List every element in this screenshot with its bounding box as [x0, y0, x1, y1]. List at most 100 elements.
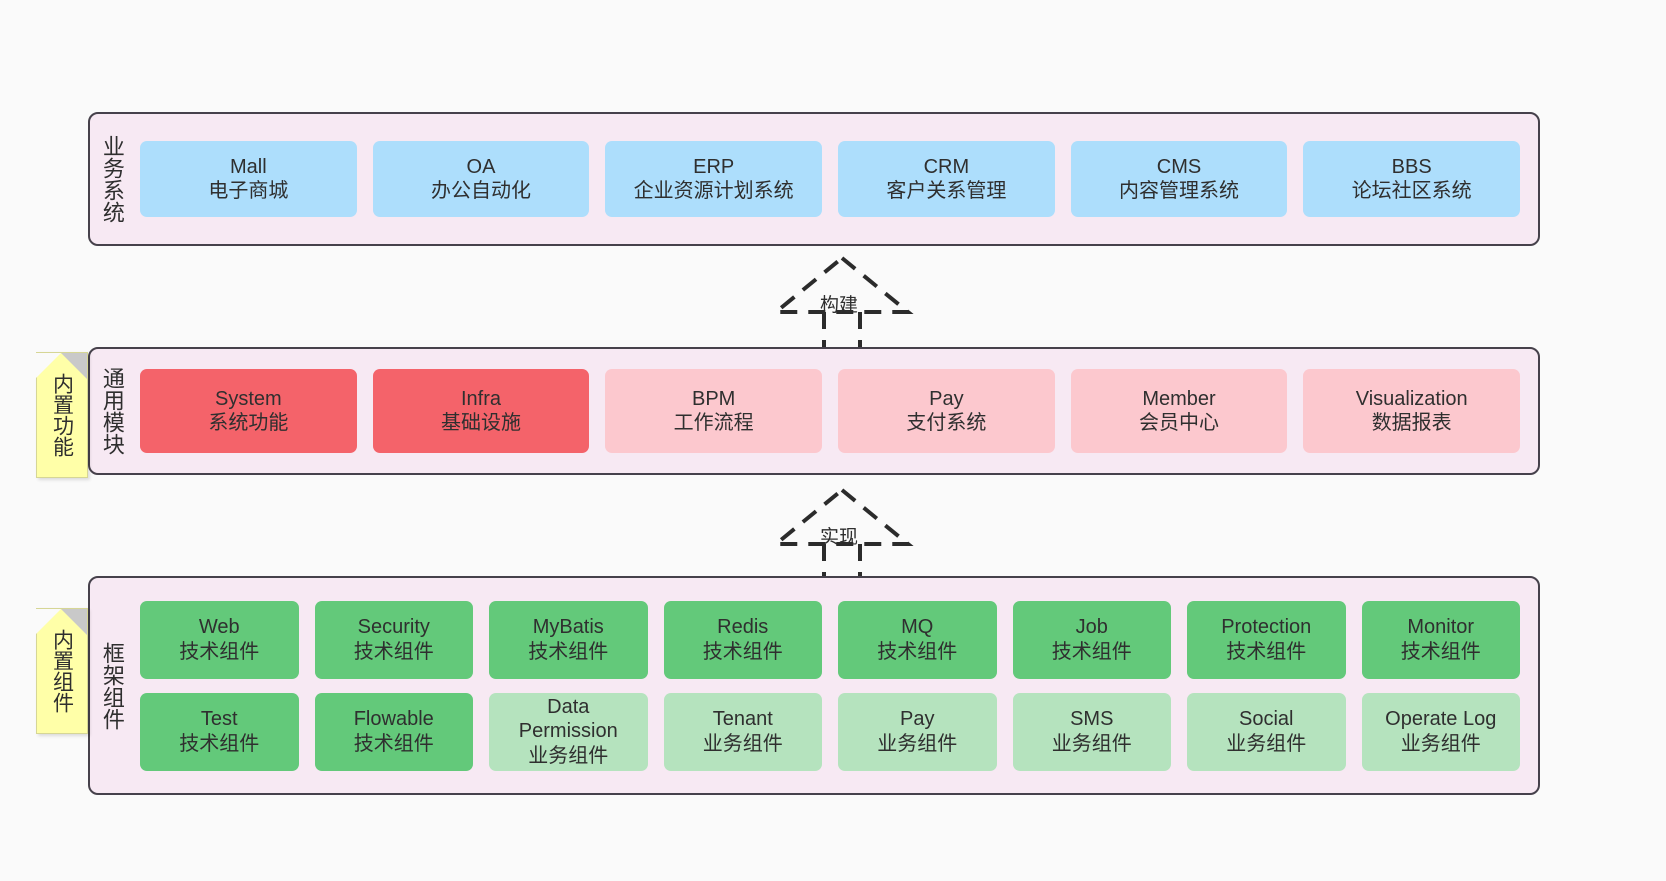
node-title: System — [214, 387, 282, 410]
node-subtitle: 业务组件 — [1226, 732, 1307, 755]
node-subtitle: 企业资源计划系统 — [633, 180, 794, 202]
node-title: MQ — [901, 616, 934, 639]
node-title: Flowable — [353, 708, 434, 731]
node-row: Test 技术组件 Flowable 技术组件 Data Permission … — [140, 692, 1520, 771]
node-title: Security — [357, 616, 430, 639]
node-test[interactable]: Test 技术组件 — [140, 692, 299, 771]
layer-body-business-system: Mall 电子商城 OA 办公自动化 ERP 企业资源计划系统 CRM 客户关系… — [134, 114, 1538, 244]
node-subtitle: 支付系统 — [906, 412, 987, 434]
node-title: CRM — [923, 155, 970, 178]
node-title: Operate Log — [1385, 708, 1497, 731]
node-subtitle: 技术组件 — [179, 640, 260, 663]
node-monitor[interactable]: Monitor 技术组件 — [1361, 600, 1520, 679]
sticky-note-label: 内置组件 — [50, 629, 74, 713]
node-subtitle: 技术组件 — [1400, 640, 1481, 663]
node-title: Web — [198, 616, 240, 639]
node-subtitle: 数据报表 — [1371, 412, 1452, 434]
page-fold-icon — [35, 353, 87, 379]
node-title: Mall — [230, 155, 267, 178]
node-subtitle: 技术组件 — [702, 640, 783, 663]
node-subtitle: 基础设施 — [441, 412, 521, 434]
node-row: System 系统功能 Infra 基础设施 BPM 工作流程 Pay 支付系统… — [140, 369, 1521, 453]
arrow-realize-label: 实现 — [820, 527, 859, 548]
node-subtitle: 业务组件 — [702, 732, 783, 755]
node-subtitle: 系统功能 — [208, 412, 289, 434]
node-title: Pay — [929, 387, 964, 410]
node-title: ERP — [693, 155, 735, 178]
page-fold-icon — [35, 609, 87, 635]
node-subtitle: 技术组件 — [1226, 640, 1307, 663]
node-subtitle: 技术组件 — [528, 640, 609, 663]
arrow-realize: 实现 — [752, 484, 932, 580]
layer-business-system: 业务系统 Mall 电子商城 OA 办公自动化 ERP 企业资源计划系统 CRM… — [88, 112, 1540, 246]
node-protection[interactable]: Protection 技术组件 — [1187, 600, 1346, 679]
layer-body-common-modules: System 系统功能 Infra 基础设施 BPM 工作流程 Pay 支付系统… — [134, 349, 1538, 473]
layer-label-business-system: 业务系统 — [99, 135, 125, 223]
node-title: Job — [1075, 616, 1108, 639]
node-sms[interactable]: SMS 业务组件 — [1012, 692, 1171, 771]
node-title: MyBatis — [532, 616, 604, 639]
node-erp[interactable]: ERP 企业资源计划系统 — [605, 141, 823, 217]
node-pay-component[interactable]: Pay 业务组件 — [838, 692, 997, 771]
layer-body-framework-components: Web 技术组件 Security 技术组件 MyBatis 技术组件 Redi… — [134, 578, 1538, 793]
node-mq[interactable]: MQ 技术组件 — [838, 600, 997, 679]
node-title: SMS — [1070, 708, 1114, 731]
node-subtitle: 业务组件 — [1400, 732, 1481, 755]
node-system[interactable]: System 系统功能 — [140, 369, 357, 453]
node-infra[interactable]: Infra 基础设施 — [372, 369, 590, 453]
node-title: Protection — [1221, 616, 1312, 639]
node-title: Test — [200, 708, 238, 731]
layer-framework-components: 框架组件 Web 技术组件 Security 技术组件 MyBatis 技术组件… — [88, 576, 1540, 795]
node-title: Redis — [717, 616, 769, 639]
node-title: Member — [1142, 387, 1216, 410]
node-title: CMS — [1156, 155, 1202, 178]
node-subtitle: 业务组件 — [877, 732, 958, 755]
sticky-note-builtin-component[interactable]: 内置组件 — [35, 608, 88, 734]
node-security[interactable]: Security 技术组件 — [314, 600, 473, 679]
node-mybatis[interactable]: MyBatis 技术组件 — [489, 600, 648, 679]
node-tenant[interactable]: Tenant 业务组件 — [663, 692, 822, 771]
node-subtitle: 内容管理系统 — [1119, 180, 1240, 202]
node-title: Visualization — [1355, 387, 1468, 410]
node-cms[interactable]: CMS 内容管理系统 — [1070, 141, 1288, 217]
node-subtitle: 技术组件 — [353, 640, 434, 663]
layer-common-modules: 通用模块 System 系统功能 Infra 基础设施 BPM 工作流程 Pay… — [88, 347, 1540, 475]
node-subtitle: 技术组件 — [179, 732, 260, 755]
node-oa[interactable]: OA 办公自动化 — [372, 141, 590, 217]
node-job[interactable]: Job 技术组件 — [1012, 600, 1171, 679]
node-pay-module[interactable]: Pay 支付系统 — [838, 369, 1055, 453]
node-row: Web 技术组件 Security 技术组件 MyBatis 技术组件 Redi… — [140, 600, 1520, 679]
node-subtitle: 技术组件 — [1051, 640, 1132, 663]
sticky-note-label: 内置功能 — [50, 373, 74, 457]
node-subtitle: 会员中心 — [1139, 412, 1220, 434]
node-subtitle: 技术组件 — [877, 640, 958, 663]
node-title: Data Permission — [518, 695, 618, 743]
node-title: BPM — [692, 387, 736, 410]
node-flowable[interactable]: Flowable 技术组件 — [314, 692, 473, 771]
node-bpm[interactable]: BPM 工作流程 — [605, 369, 823, 453]
arrow-build-label: 构建 — [820, 295, 859, 316]
node-title: Monitor — [1407, 616, 1475, 639]
node-title: Infra — [460, 387, 502, 410]
node-redis[interactable]: Redis 技术组件 — [663, 600, 822, 679]
node-title: BBS — [1391, 155, 1432, 178]
node-bbs[interactable]: BBS 论坛社区系统 — [1303, 141, 1521, 217]
node-subtitle: 办公自动化 — [431, 180, 531, 202]
node-visualization[interactable]: Visualization 数据报表 — [1303, 369, 1521, 453]
sticky-note-builtin-function[interactable]: 内置功能 — [35, 352, 88, 478]
arrow-build-icon — [770, 255, 914, 348]
arrow-build: 构建 — [752, 252, 932, 348]
node-subtitle: 电子商城 — [208, 180, 289, 202]
node-subtitle: 论坛社区系统 — [1351, 180, 1472, 202]
node-subtitle: 业务组件 — [1051, 732, 1132, 755]
node-social[interactable]: Social 业务组件 — [1187, 692, 1346, 771]
node-data-permission[interactable]: Data Permission 业务组件 — [489, 692, 648, 771]
node-mall[interactable]: Mall 电子商城 — [140, 141, 357, 217]
node-member[interactable]: Member 会员中心 — [1070, 369, 1288, 453]
node-title: Tenant — [712, 708, 773, 731]
node-web[interactable]: Web 技术组件 — [140, 600, 299, 679]
node-subtitle: 技术组件 — [353, 732, 434, 755]
node-crm[interactable]: CRM 客户关系管理 — [838, 141, 1055, 217]
node-operate-log[interactable]: Operate Log 业务组件 — [1361, 692, 1520, 771]
